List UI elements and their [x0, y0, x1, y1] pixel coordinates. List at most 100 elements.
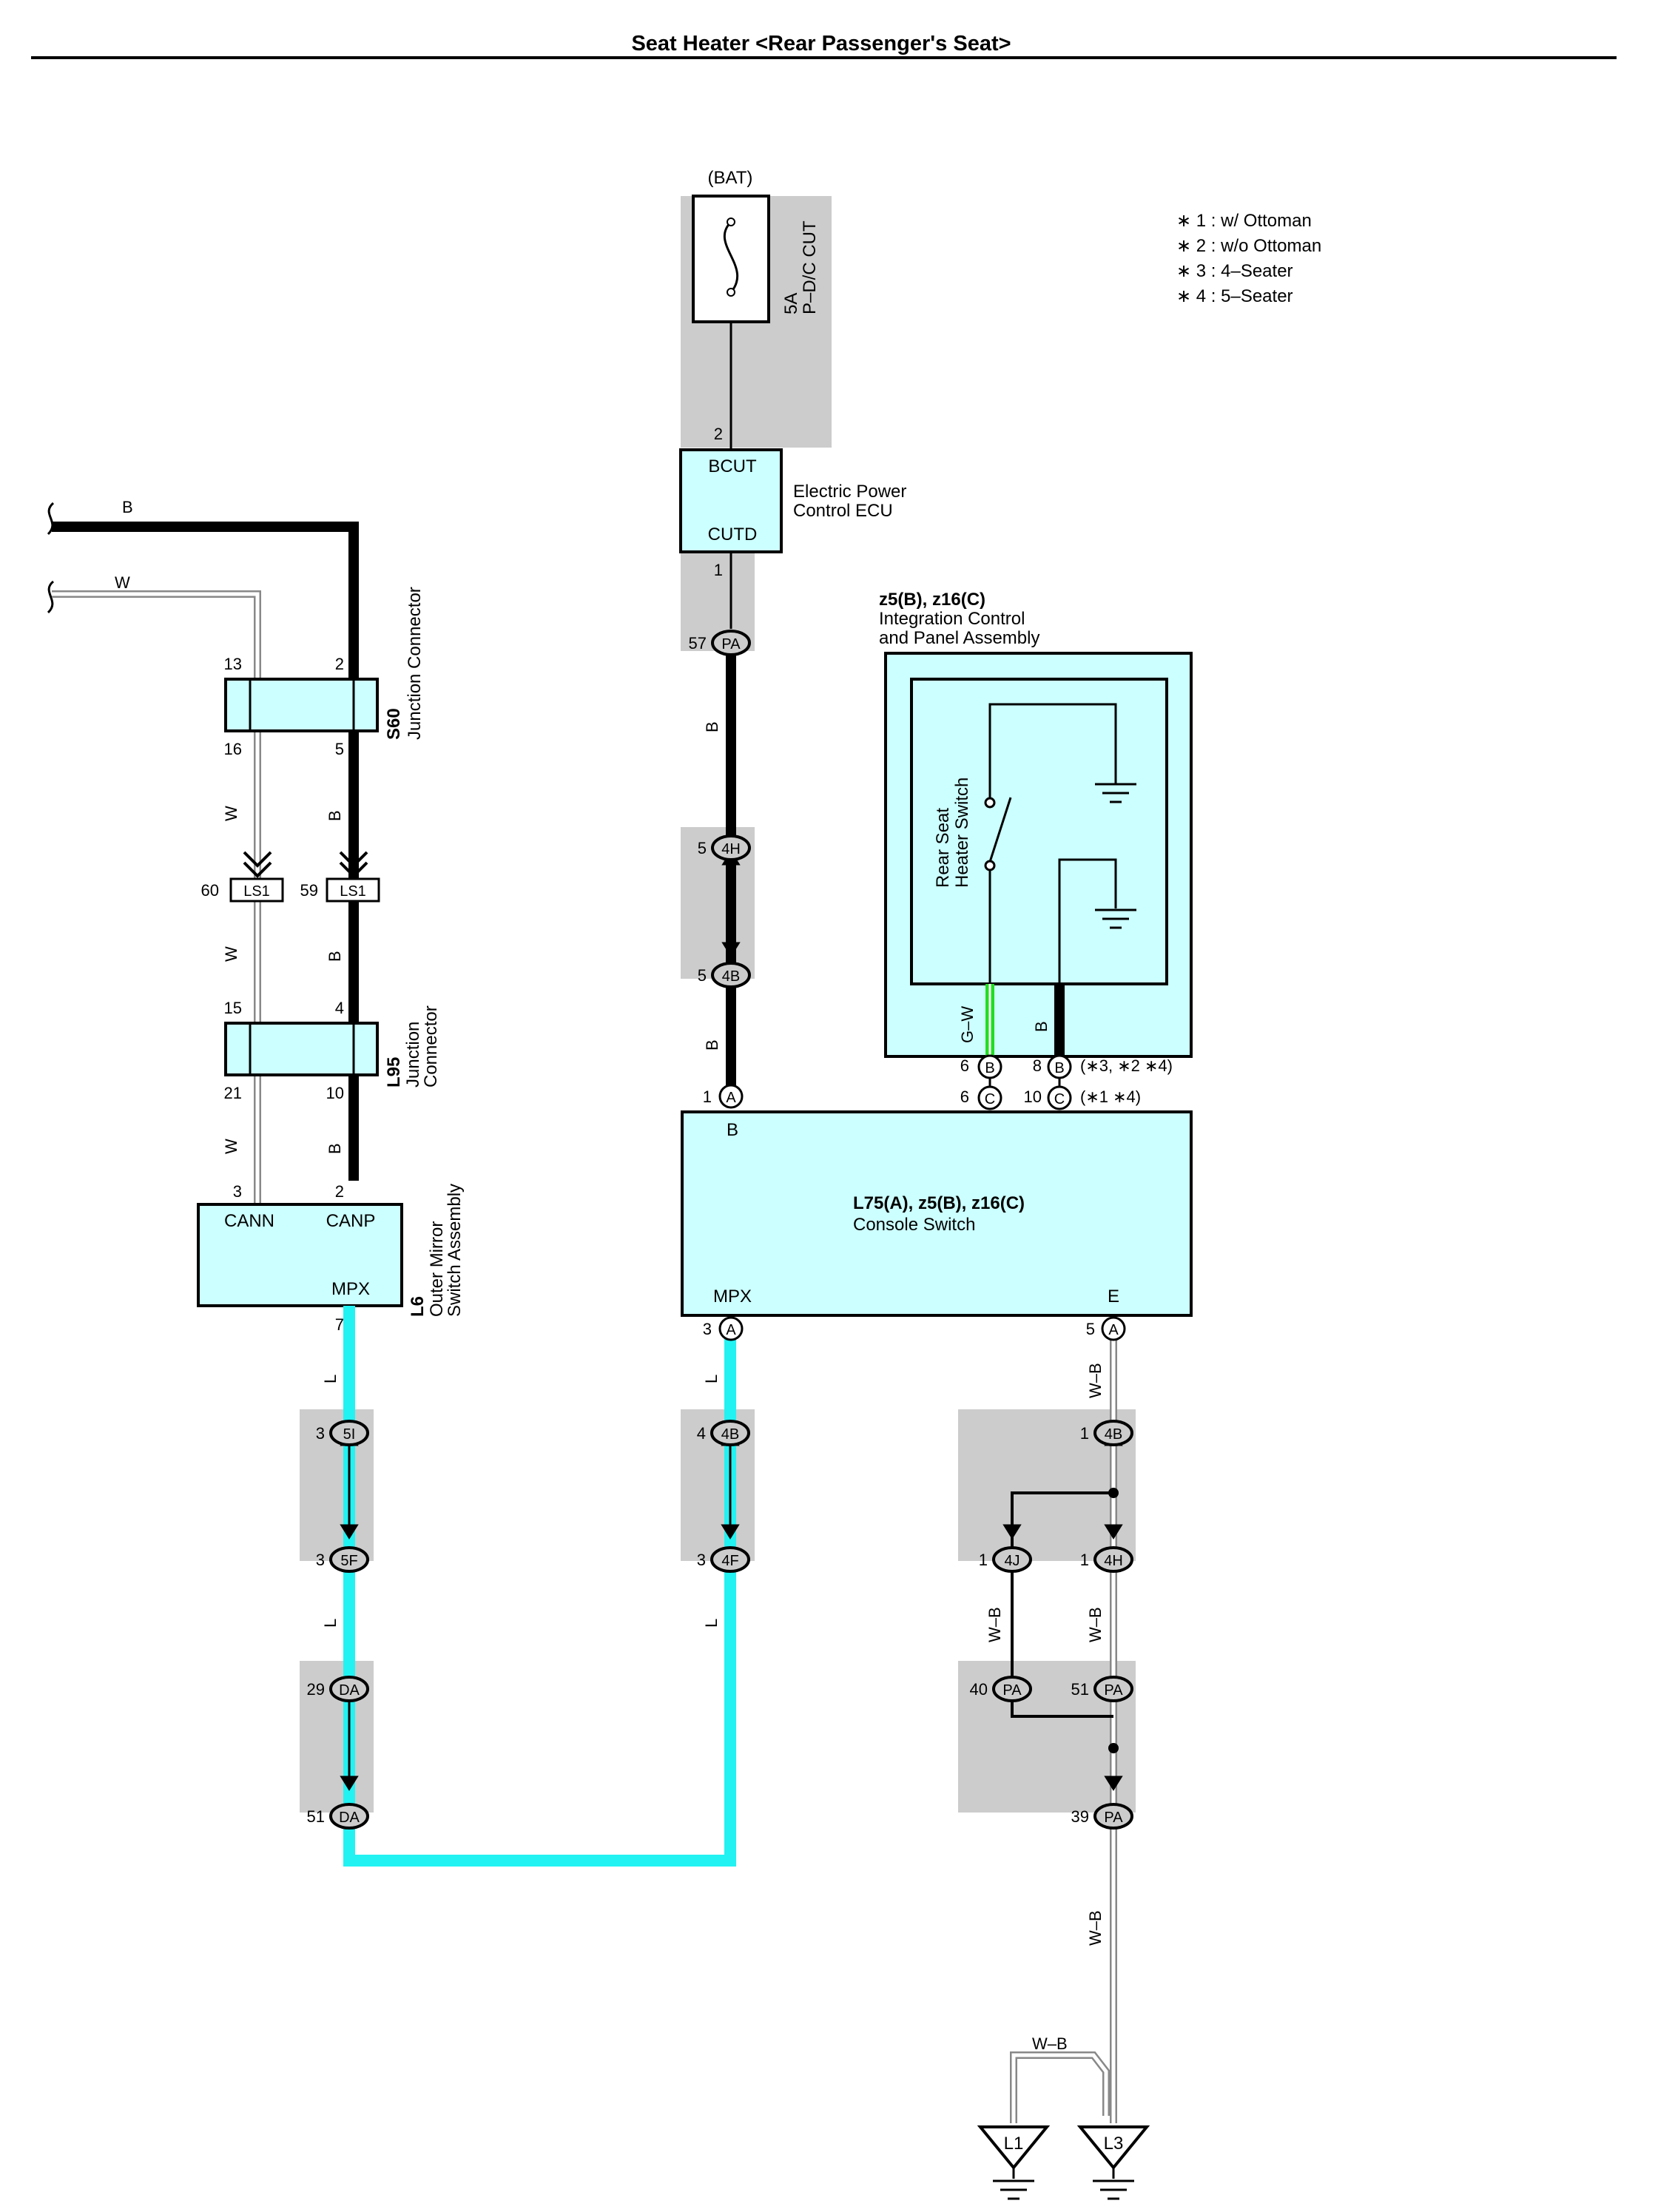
connector-pa40-pin: 40 [970, 1680, 988, 1699]
gw-c-conn-circle [977, 1085, 1002, 1110]
gw-c-conn: C [977, 1085, 1002, 1110]
console-b-terminal: B [727, 1120, 738, 1140]
connector-pa39-oval [1093, 1803, 1133, 1830]
connector-c5i-id: 5I [343, 1426, 356, 1443]
l95-pin-4: 4 [335, 999, 344, 1017]
connector-c4h_top-id: 4H [721, 841, 741, 857]
l95-name-2: Connector [421, 1005, 441, 1088]
w-wire-label: W [115, 573, 130, 592]
s60-name: Junction Connector [405, 587, 425, 740]
integration-name-2: and Panel Assembly [879, 628, 1039, 648]
connector-da29: DA 29 [307, 1676, 369, 1702]
l6-canp: CANP [326, 1211, 376, 1231]
connector-c4b_mid-oval [710, 1420, 750, 1446]
connector-c4j: 4J1 [979, 1546, 1032, 1573]
b-wire-left [52, 522, 359, 1181]
console-e-conn-label: A [1108, 1322, 1119, 1338]
b-label-center-1: B [703, 721, 721, 732]
switch-ground-2-icon [1095, 908, 1136, 929]
note-3: ∗ 3 : 4–Seater [1176, 261, 1293, 281]
l6-name-1: Outer Mirror [427, 1221, 447, 1317]
gw-c-conn-label: C [985, 1091, 995, 1107]
gw-b-conn-circle [977, 1054, 1002, 1079]
note-4: ∗ 4 : 5–Seater [1176, 286, 1293, 306]
fuse-name: P–D/C CUT [800, 220, 820, 314]
console-b-conn-circle [718, 1084, 744, 1109]
wb-label-3: W–B [1086, 1607, 1105, 1642]
connector-pa40-id: PA [1002, 1682, 1022, 1699]
fuse-terminal-bottom [727, 288, 735, 297]
ecu-name-2: Control ECU [793, 501, 893, 521]
wb-label-2: W–B [985, 1607, 1004, 1642]
ls1-left-chevron-icon [243, 851, 272, 878]
connector-c4h_right: 4H1 [1080, 1546, 1133, 1573]
connector-pa57-id: PA [721, 636, 741, 653]
console-b-num: 1 [703, 1088, 712, 1106]
connector-da29-oval [329, 1676, 369, 1702]
b2-b-num: 8 [1033, 1056, 1042, 1075]
connector-c4b_top-oval [711, 962, 751, 988]
b2-b-conn-label: B [1054, 1060, 1064, 1076]
l-label-3: L [702, 1375, 721, 1383]
connector-c4h_top-pin: 5 [698, 839, 707, 857]
console-mpx-terminal: MPX [713, 1287, 752, 1306]
fuse-box [692, 195, 770, 323]
connector-c4b_right-id: 4B [1105, 1426, 1122, 1443]
connector-c5f-id: 5F [340, 1553, 357, 1569]
connector-c4b_right-oval [1093, 1420, 1133, 1446]
w-label-l95: W [222, 1139, 240, 1154]
fuse-rating: 5A [781, 293, 801, 314]
connector-c4b_top-pin: 5 [698, 966, 707, 985]
l95-code: L95 [384, 1057, 404, 1088]
ecu-box [679, 448, 783, 553]
connector-pa57-oval [711, 630, 751, 656]
console-mpx-conn: A [718, 1316, 744, 1341]
ls1-right-box [326, 877, 380, 903]
b2-c-conn: C [1047, 1085, 1072, 1110]
wb-label-4: W–B [1086, 1910, 1105, 1946]
connector-c4b_right-pin: 1 [1080, 1424, 1089, 1443]
l95-pin-21: 21 [224, 1084, 242, 1102]
ls1-right-label: LS1 [340, 883, 366, 900]
fuse-pin: 2 [714, 425, 723, 443]
connector-da29-id: DA [339, 1682, 360, 1699]
l6-pin-cann: 3 [233, 1182, 242, 1201]
console-code: L75(A), z5(B), z16(C) [853, 1193, 1025, 1213]
b2-c-num: 10 [1024, 1088, 1042, 1106]
b2-b-note: (∗3, ∗2 ∗4) [1080, 1056, 1173, 1075]
s60-pin-16: 16 [224, 740, 242, 758]
s60-code: S60 [384, 708, 404, 740]
b-label-ls1: B [326, 951, 344, 962]
wb-label-1: W–B [1086, 1363, 1105, 1398]
ls1-pin-59: 59 [300, 881, 318, 900]
w-wire-inner [52, 592, 260, 1213]
b-label-l95: B [326, 1143, 344, 1154]
l95-pin-15: 15 [224, 999, 242, 1017]
fuse-icon [723, 220, 739, 293]
connector-pa51-pin: 51 [1071, 1680, 1089, 1699]
gw-b-conn-label: B [985, 1060, 994, 1076]
connector-c4b_top-id: 4B [722, 968, 740, 985]
connector-c4f-id: 4F [721, 1553, 738, 1569]
console-b-conn-label: A [726, 1090, 736, 1106]
connector-c4b_mid-pin: 4 [697, 1424, 706, 1443]
connector-pa40: PA 40 [970, 1676, 1032, 1702]
ground-l1-label: L1 [1004, 2134, 1024, 2154]
connector-pa57-pin: 57 [689, 634, 707, 653]
connector-c4b_mid: 4B4 [697, 1420, 750, 1446]
switch-contact-top [984, 797, 996, 809]
connector-c4h_top: 4H 5 [698, 834, 751, 861]
ground-l1-icon [977, 2125, 1051, 2200]
w-label-s60: W [222, 806, 240, 821]
l6-mpx: MPX [331, 1279, 370, 1299]
connector-c4h_top-oval [711, 834, 751, 861]
connector-da51-oval [329, 1803, 369, 1830]
b-label-s60: B [326, 810, 344, 821]
s60-pin-2: 2 [335, 655, 344, 673]
connector-da29-pin: 29 [307, 1680, 325, 1699]
ecu-cutd: CUTD [708, 525, 758, 544]
connector-c4j-pin: 1 [979, 1551, 988, 1569]
connector-pa40-oval [992, 1676, 1032, 1702]
